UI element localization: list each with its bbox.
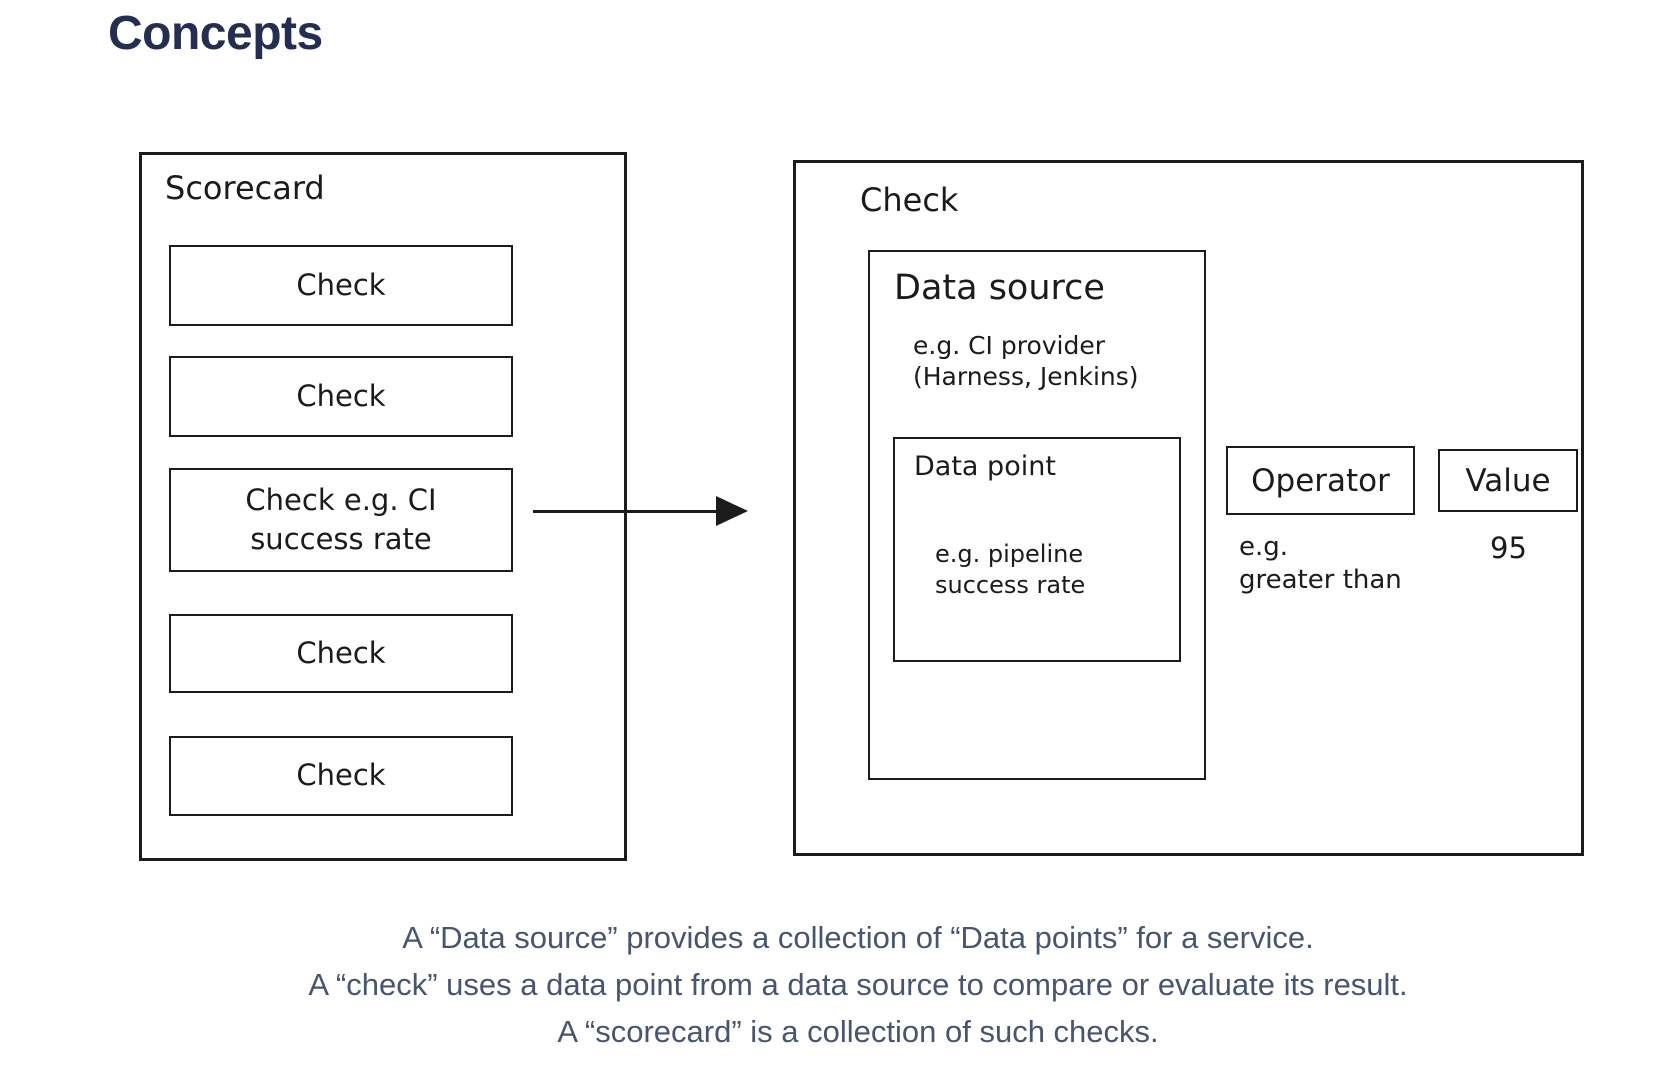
arrow-line xyxy=(533,510,719,513)
value-example: 95 xyxy=(1490,531,1527,565)
check-item-1: Check xyxy=(169,245,513,326)
operator-box: Operator xyxy=(1226,446,1415,515)
operator-example: e.g. greater than xyxy=(1239,532,1402,595)
data-point-box: Data point e.g. pipeline success rate xyxy=(893,437,1181,662)
scorecard-label: Scorecard xyxy=(165,169,325,207)
caption-line-2: A “check” uses a data point from a data … xyxy=(308,967,1408,1002)
caption-line-3: A “scorecard” is a collection of such ch… xyxy=(557,1014,1159,1049)
data-point-label: Data point xyxy=(914,451,1056,482)
data-source-label: Data source xyxy=(894,268,1105,308)
arrow-right-icon xyxy=(716,496,748,526)
check-detail-box: Check Data source e.g. CI provider (Harn… xyxy=(793,160,1584,856)
value-box: Value xyxy=(1438,449,1578,512)
data-source-example: e.g. CI provider (Harness, Jenkins) xyxy=(913,331,1139,392)
check-item-label: Check e.g. CI success rate xyxy=(245,482,437,556)
check-item-2: Check xyxy=(169,356,513,437)
check-detail-label: Check xyxy=(860,181,959,219)
value-label: Value xyxy=(1465,462,1551,499)
caption-block: A “Data source” provides a collection of… xyxy=(58,914,1658,1055)
check-item-label: Check xyxy=(296,267,386,302)
scorecard-box: Scorecard Check Check Check e.g. CI succ… xyxy=(139,152,627,861)
check-item-label: Check xyxy=(296,635,386,670)
check-item-label: Check xyxy=(296,758,386,793)
page-title: Concepts xyxy=(108,7,323,60)
operator-label: Operator xyxy=(1251,462,1390,499)
check-item-5: Check xyxy=(169,736,513,816)
check-item-3-ci-success-rate: Check e.g. CI success rate xyxy=(169,468,513,572)
check-item-label: Check xyxy=(296,378,386,413)
data-source-box: Data source e.g. CI provider (Harness, J… xyxy=(868,250,1206,780)
data-point-example: e.g. pipeline success rate xyxy=(935,540,1086,600)
check-item-4: Check xyxy=(169,614,513,693)
caption-line-1: A “Data source” provides a collection of… xyxy=(402,920,1314,955)
